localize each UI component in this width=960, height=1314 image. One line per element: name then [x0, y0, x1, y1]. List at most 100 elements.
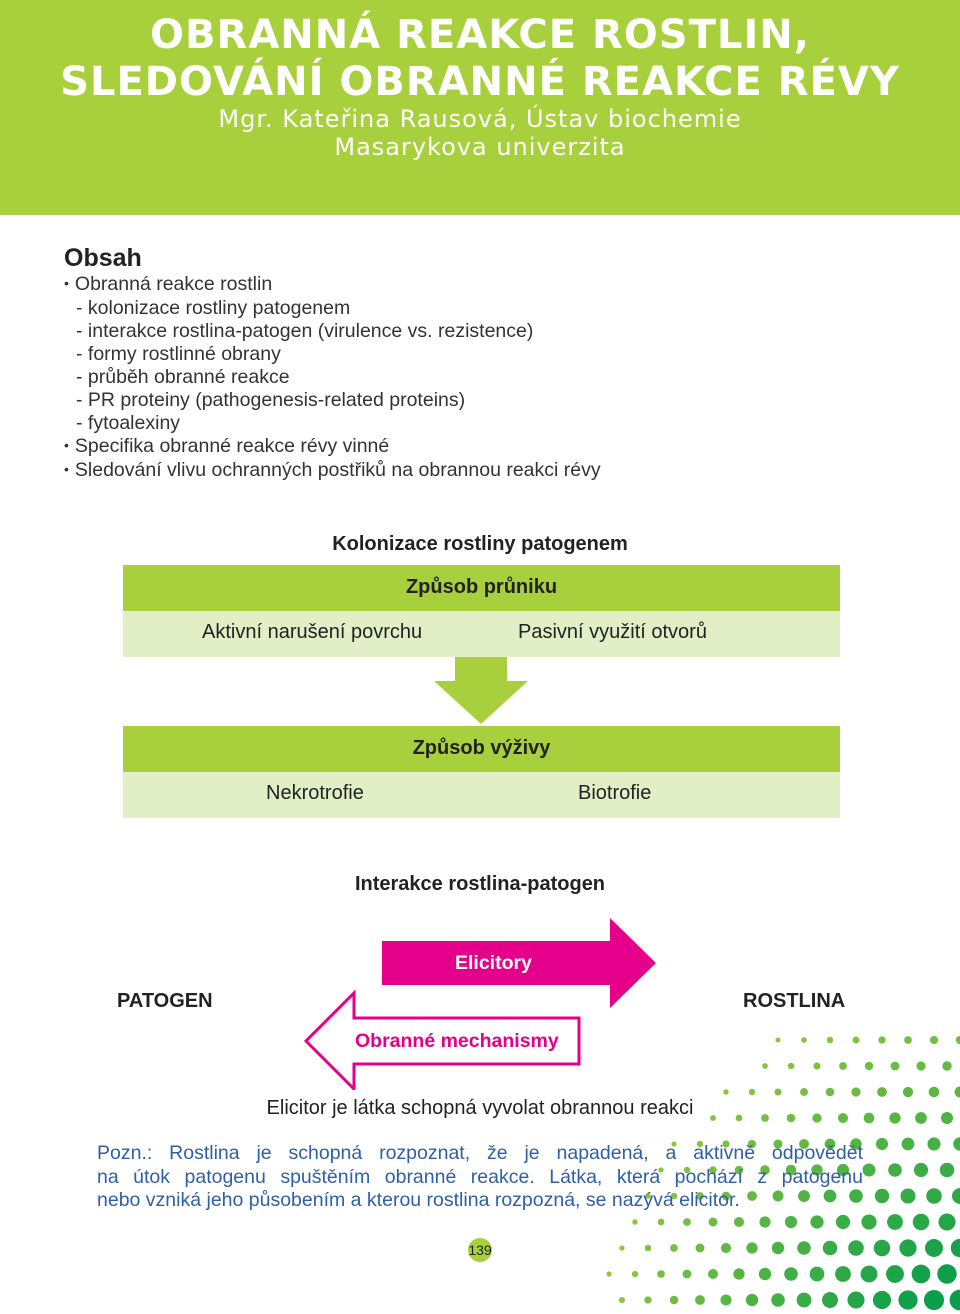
- toc-item: Obranná reakce rostlin: [64, 273, 884, 297]
- decorative-dot: [760, 1165, 770, 1175]
- title-line-2: SLEDOVÁNÍ OBRANNÉ REAKCE RÉVY: [60, 59, 900, 105]
- decorative-dot: [851, 1087, 861, 1097]
- decorative-dot: [658, 1167, 664, 1173]
- decorative-dot: [735, 1114, 743, 1122]
- decorative-dot: [852, 1036, 860, 1044]
- decorative-dot: [787, 1062, 795, 1070]
- decorative-dot: [809, 1266, 825, 1282]
- decorative-dot: [873, 1239, 891, 1257]
- author-line-1: Mgr. Kateřina Rausová, Ústav biochemie: [218, 105, 742, 133]
- table-of-contents: Obsah Obranná reakce rostlin - kolonizac…: [64, 243, 884, 483]
- decorative-dot: [872, 1290, 892, 1310]
- decorative-dot: [682, 1269, 692, 1279]
- toc-subitem: - PR proteiny (pathogenesis-related prot…: [76, 389, 466, 411]
- decorative-dot: [887, 1214, 903, 1230]
- decorative-dot: [939, 1162, 955, 1178]
- decorative-dot: [938, 1213, 956, 1231]
- decorative-dot: [671, 1141, 677, 1147]
- note-line-3: nebo vzniká jeho působením a kterou rost…: [97, 1189, 740, 1211]
- decorative-dot: [722, 1140, 730, 1148]
- decorative-dot: [786, 1113, 796, 1123]
- decorative-dot: [695, 1243, 705, 1253]
- decorative-dot: [644, 1296, 652, 1304]
- decorative-dot: [849, 1189, 863, 1203]
- pathogen-label: PATOGEN: [117, 990, 213, 1012]
- decorative-dot: [878, 1036, 886, 1044]
- decorative-dot: [796, 1292, 812, 1308]
- page-number: 139: [468, 1242, 492, 1258]
- decorative-dot: [850, 1138, 862, 1150]
- title-line-1: OBRANNÁ REAKCE ROSTLIN,: [150, 12, 810, 58]
- decorative-dot: [811, 1164, 823, 1176]
- decorative-dot: [762, 1063, 768, 1069]
- nutrition-heading: Způsob výživy: [412, 737, 551, 759]
- decorative-dot: [619, 1245, 625, 1251]
- decorative-dot: [835, 1214, 851, 1230]
- decorative-dot: [618, 1296, 626, 1304]
- decorative-dot: [747, 1139, 757, 1149]
- decorative-dot: [733, 1216, 745, 1228]
- decorative-dot: [950, 1238, 960, 1258]
- decorative-dot: [889, 1112, 901, 1124]
- decorative-dot: [696, 1192, 704, 1200]
- decorative-dot: [695, 1295, 705, 1305]
- elicitor-arrow-label: Elicitory: [455, 952, 532, 974]
- decorative-dot: [823, 1189, 837, 1203]
- decorative-dot: [916, 1061, 926, 1071]
- decorative-dot: [683, 1166, 691, 1174]
- decorative-dot: [926, 1188, 942, 1204]
- decorative-dot: [798, 1190, 810, 1202]
- decorative-dot: [836, 1163, 850, 1177]
- decorative-dot: [657, 1218, 665, 1226]
- note-paragraph: Pozn.: Rostlina je schopná rozpoznat, že…: [97, 1142, 863, 1213]
- decorative-dot: [863, 1112, 875, 1124]
- elicitor-definition: Elicitor je látka schopná vyvolat obrann…: [266, 1097, 694, 1119]
- decorative-dot: [912, 1213, 930, 1231]
- decorative-dot: [952, 1188, 960, 1204]
- decorative-dot: [886, 1265, 904, 1283]
- toc-subitem: - kolonizace rostliny patogenem: [76, 297, 351, 319]
- decorative-dot: [772, 1190, 784, 1202]
- toc-item: Sledování vlivu ochranných postřiků na o…: [64, 459, 884, 483]
- decorative-dot: [683, 1218, 691, 1226]
- decorative-dot: [812, 1113, 822, 1123]
- interaction-arrows: [303, 918, 656, 1090]
- decorative-dot: [696, 1140, 704, 1148]
- decorative-dot: [758, 1267, 772, 1281]
- decorative-dot: [953, 1137, 960, 1151]
- decorative-dot: [723, 1089, 729, 1095]
- decorative-dot: [898, 1290, 918, 1310]
- decorative-dot: [761, 1114, 769, 1122]
- note-line-2: na útok patogenu spuštěním obranné reakc…: [97, 1165, 863, 1188]
- decorative-dot: [645, 1193, 651, 1199]
- decorative-dot: [839, 1062, 847, 1070]
- toc-item: Specifika obranné reakce révy vinné: [64, 435, 884, 459]
- decorative-dot: [888, 1163, 902, 1177]
- decorative-dot: [937, 1264, 957, 1284]
- page-number-dot: [468, 1238, 492, 1262]
- interaction-title: Interakce rostlina-patogen: [354, 873, 606, 895]
- decorative-dot: [875, 1137, 889, 1151]
- colonization-title: Kolonizace rostliny patogenem: [332, 533, 628, 555]
- decorative-dot: [877, 1087, 887, 1097]
- decorative-dot: [759, 1216, 771, 1228]
- entry-option-active: Aktivní narušení povrchu: [202, 621, 423, 643]
- decorative-dot: [861, 1214, 877, 1230]
- decorative-dot: [745, 1293, 759, 1307]
- decorative-dot: [632, 1219, 638, 1225]
- author-block: Mgr. Kateřina Rausová, Ústav biochemie M…: [0, 105, 960, 161]
- decorative-dot: [928, 1086, 940, 1098]
- decorative-dot: [890, 1061, 900, 1071]
- decorative-dot: [771, 1241, 785, 1255]
- author-line-2: Masarykova univerzita: [334, 133, 626, 161]
- decorative-dot: [709, 1166, 717, 1174]
- decorative-dot: [904, 1036, 912, 1044]
- decorative-dot: [784, 1215, 798, 1229]
- decorative-dot: [913, 1162, 929, 1178]
- decorative-dot: [954, 1086, 960, 1098]
- decorative-dot: [826, 1036, 834, 1044]
- decorative-dot: [942, 1061, 952, 1071]
- entry-option-passive: Pasivní využití otvorů: [518, 621, 707, 643]
- note-line-1: Pozn.: Rostlina je schopná rozpoznat, že…: [97, 1142, 863, 1164]
